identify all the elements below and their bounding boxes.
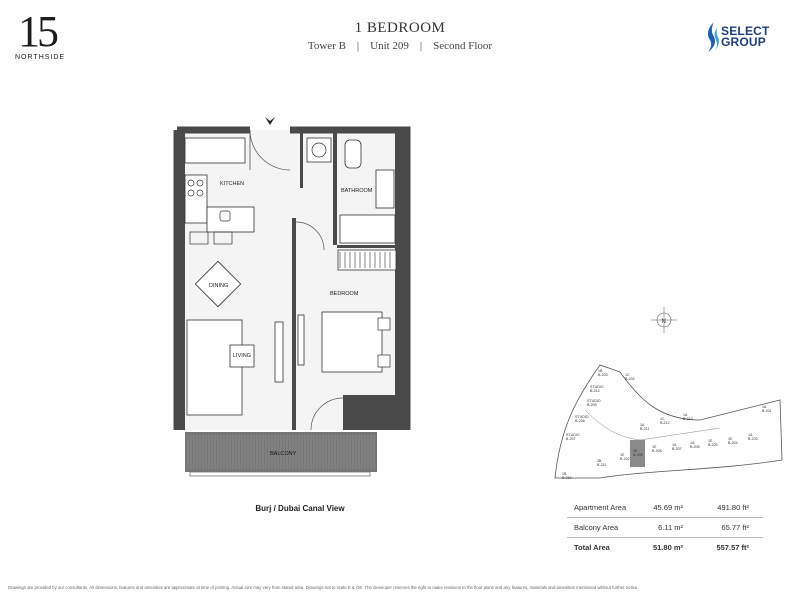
area-ft2: 557.57 ft² xyxy=(716,543,749,552)
label-balcony: BALCONY xyxy=(270,451,297,457)
logo-number: 15 xyxy=(18,7,59,56)
keyplan-unit-number: B-210 xyxy=(562,476,572,480)
area-row-total: Total Area 51.80 m² 557.57 ft² xyxy=(567,538,763,557)
keyplan-unit-code: 2B xyxy=(597,459,602,463)
keyplan-unit-code: 1C xyxy=(625,373,630,377)
keyplan-unit-code: 1A xyxy=(683,413,688,417)
keyplan-unit-number: B-214 xyxy=(590,389,600,393)
view-label: Burj / Dubai Canal View xyxy=(255,504,345,513)
keyplan-unit-code: STUDIO xyxy=(590,385,604,389)
keyplan-unit-code: 1E xyxy=(728,437,733,441)
area-ft2: 491.80 ft² xyxy=(717,503,749,512)
keyplan-unit-number: B-207 xyxy=(672,447,682,451)
area-label: Apartment Area xyxy=(574,503,627,512)
brand-line-2: GROUP xyxy=(721,35,767,49)
select-group-logo-icon xyxy=(707,22,719,52)
keyplan-unit-code: 1A xyxy=(672,443,677,447)
disclaimer: Drawings are provided by our consultants… xyxy=(8,585,639,590)
keyplan-unit-number: B-211 xyxy=(597,463,606,467)
entrance-arrow-icon xyxy=(265,117,275,125)
area-ft2: 65.77 ft² xyxy=(721,523,749,532)
area-label: Total Area xyxy=(574,543,610,552)
page-title: 1 BEDROOM xyxy=(354,20,446,36)
area-m2: 45.69 m² xyxy=(653,503,683,512)
keyplan-unit-code: STUDIO xyxy=(575,415,589,419)
area-row-apartment: Apartment Area 45.69 m² 491.80 ft² xyxy=(567,498,763,518)
label-dining: DINING xyxy=(209,283,228,289)
keyplan-unit-number: B-209 xyxy=(633,453,643,457)
label-bathroom: BATHROOM xyxy=(341,188,373,194)
keyplan-unit-number: B-212 xyxy=(660,421,670,425)
keyplan-unit-code: 1E xyxy=(708,439,713,443)
label-living: LIVING xyxy=(233,353,251,359)
keyplan-unit-number: B-204 xyxy=(728,441,738,445)
keyplan-unit-code: 1A xyxy=(762,405,767,409)
area-m2: 51.80 m² xyxy=(652,543,683,552)
keyplan-unit-number: B-202 xyxy=(620,457,630,461)
keyplan-unit-code: 1B xyxy=(562,472,567,476)
keyplan-unit-code: 1E xyxy=(620,453,625,457)
brand-name: SELECT GROUP xyxy=(721,24,770,49)
area-row-balcony: Balcony Area 6.11 m² 65.77 ft² xyxy=(567,518,763,538)
keyplan-unit-number: B-211 xyxy=(640,427,649,431)
area-table: Apartment Area 45.69 m² 491.80 ft² Balco… xyxy=(567,498,763,557)
keyplan-unit-code: 1C xyxy=(660,417,665,421)
keyplan-unit-number: B-206 xyxy=(575,419,585,423)
keyplan-unit-number: B-206 xyxy=(690,445,700,449)
label-bedroom: BEDROOM xyxy=(330,291,359,297)
area-label: Balcony Area xyxy=(574,523,619,532)
page-subtitle: Tower B | Unit 209 | Second Floor xyxy=(307,40,493,52)
keyplan-unit-code: STUDIO xyxy=(566,433,580,437)
brand-line-1: SELECT xyxy=(721,24,770,38)
keyplan-unit-code: 1E xyxy=(633,449,638,453)
keyplan-unit-code: 1A xyxy=(640,423,645,427)
logo-subtitle: NORTHSIDE xyxy=(15,54,66,61)
keyplan-unit-number: B-207 xyxy=(566,437,576,441)
keyplan-unit-number: B-203 xyxy=(598,373,608,377)
keyplan-unit-code: 1A xyxy=(690,441,695,445)
keyplan-unit-code: STUDIO xyxy=(587,399,601,403)
keyplan-unit-code: 1E xyxy=(652,445,657,449)
keyplan-unit-number: B-213 xyxy=(683,417,693,421)
keyplan-unit-number: B-208 xyxy=(652,449,662,453)
compass-label: N xyxy=(662,319,666,325)
keyplan-unit-number: B-203 xyxy=(748,437,758,441)
area-m2: 6.11 m² xyxy=(658,523,683,532)
keyplan-unit-code: 1A xyxy=(748,433,753,437)
keyplan-unit-number: B-205 xyxy=(708,443,718,447)
keyplan-unit-number: B-201 xyxy=(762,409,772,413)
compass-icon: N xyxy=(651,307,677,333)
keyplan-unit-number: B-202 xyxy=(625,377,635,381)
keyplan-unit-number: B-205 xyxy=(587,403,597,407)
highlighted-unit xyxy=(630,440,645,467)
keyplan-unit-code: 1B xyxy=(598,369,603,373)
label-kitchen: KITCHEN xyxy=(220,181,244,187)
